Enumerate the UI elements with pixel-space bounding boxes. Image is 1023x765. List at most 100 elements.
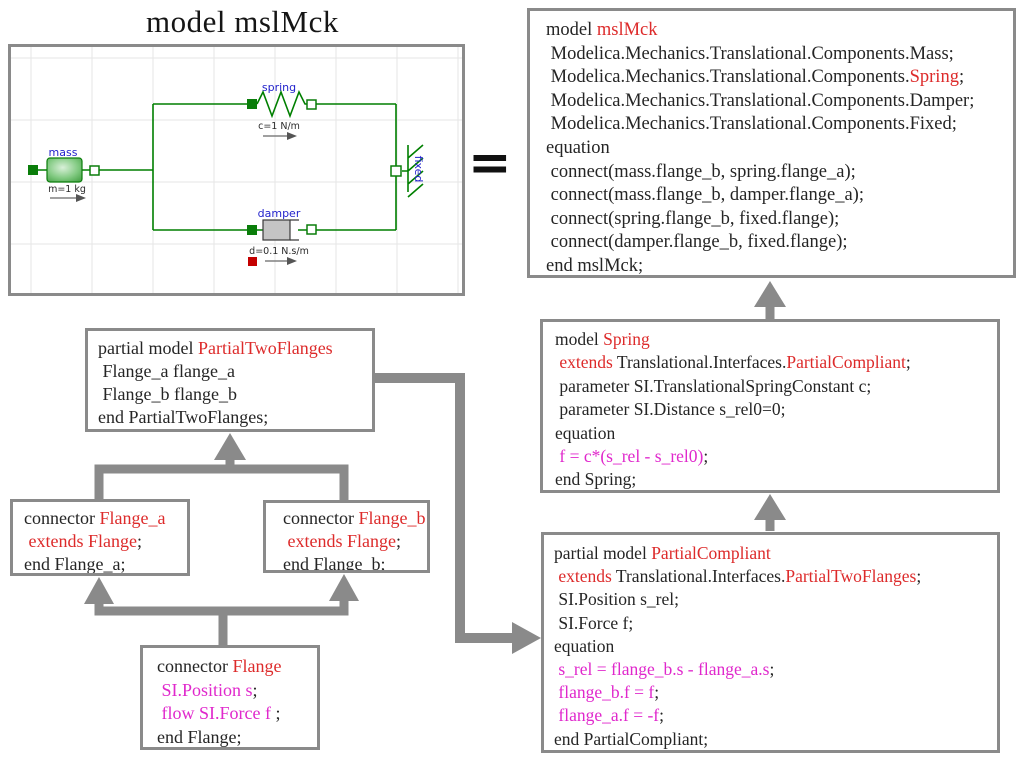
code-segment: equation	[555, 422, 616, 443]
damper-cylinder-lines	[290, 219, 299, 241]
code-segment: end PartialTwoFlanges;	[98, 407, 269, 427]
code-segment: equation	[546, 137, 610, 158]
code-box-flange: connector Flange SI.Position s; flow SI.…	[140, 645, 320, 750]
spring-label: spring	[262, 81, 296, 94]
code-line: end Flange_a;	[24, 553, 187, 574]
code-line: Flange_b flange_b	[98, 383, 372, 406]
code-box-mslmck: model mslMck Modelica.Mechanics.Translat…	[527, 8, 1016, 278]
code-segment: flow SI.Force f	[157, 703, 276, 723]
modelica-diagram: mass m=1 kg spring c=1 N/m	[8, 44, 465, 296]
damper-component: damper d=0.1 N.s/m	[247, 207, 317, 266]
code-line: parameter SI.Distance s_rel0=0;	[555, 398, 997, 421]
fixed-component: fixed	[390, 144, 425, 198]
code-segment: mslMck	[596, 20, 658, 40]
code-segment: Flange_a	[99, 508, 166, 528]
code-segment: ;	[136, 531, 142, 551]
code-segment: Flange_b flange_b	[98, 384, 237, 404]
damper-label: damper	[258, 207, 301, 220]
code-segment: ;	[905, 352, 911, 373]
damper-direction-arrow	[265, 257, 297, 265]
mass-parameter-label: m=1 kg	[48, 184, 86, 195]
code-segment: Flange	[232, 656, 282, 676]
code-segment: PartialCompliant	[786, 352, 906, 373]
code-segment: extends	[555, 352, 617, 373]
damper-parameter-label: d=0.1 N.s/m	[249, 246, 309, 257]
code-segment: f = c*(s_rel - s_rel0)	[555, 446, 704, 467]
code-segment: partial model	[98, 338, 198, 358]
diagram-canvas: mass m=1 kg spring c=1 N/m	[11, 47, 462, 293]
spring-component: spring c=1 N/m	[247, 81, 317, 140]
code-segment: end Flange_a;	[24, 554, 126, 574]
code-segment: ;	[395, 531, 401, 551]
code-segment: SI.Position s	[157, 679, 253, 700]
mass-direction-arrow	[50, 194, 86, 202]
code-segment: ;	[769, 659, 775, 680]
code-line: end mslMck;	[546, 255, 1013, 275]
code-segment: connector	[24, 508, 100, 528]
damper-flange-a-port	[247, 225, 257, 235]
code-line: equation	[546, 137, 1013, 161]
code-segment: ;	[916, 566, 922, 587]
code-segment: flange_b.f = f	[554, 682, 655, 703]
code-line: connector Flange_b	[283, 507, 427, 530]
code-line: connect(damper.flange_b, fixed.flange);	[546, 231, 1013, 255]
damper-body	[262, 219, 291, 241]
code-segment: SI.Position s_rel;	[554, 589, 679, 610]
fixed-label: fixed	[412, 156, 425, 183]
code-box-flange-b: connector Flange_b extends Flange;end Fl…	[263, 500, 430, 573]
code-segment: model	[555, 329, 604, 349]
code-segment: ;	[659, 705, 664, 726]
figure-title: model mslMck	[146, 4, 339, 39]
arrow-spring-to-mslmck	[754, 281, 786, 319]
code-line: extends Translational.Interfaces.Partial…	[555, 351, 997, 374]
code-line: partial model PartialTwoFlanges	[98, 337, 372, 360]
code-segment: Flange_a flange_a	[98, 361, 235, 381]
code-line: extends Translational.Interfaces.Partial…	[554, 565, 997, 588]
code-line: Modelica.Mechanics.Translational.Compone…	[546, 66, 1013, 90]
code-segment: connect(mass.flange_b, damper.flange_a);	[546, 185, 864, 206]
code-line: connect(mass.flange_b, damper.flange_a);	[546, 184, 1013, 208]
code-segment: PartialTwoFlanges	[785, 566, 917, 587]
damper-red-marker	[248, 257, 257, 266]
code-segment: Modelica.Mechanics.Translational.Compone…	[546, 114, 957, 135]
fixed-flange-port	[390, 165, 402, 177]
code-segment: connect(mass.flange_b, spring.flange_a);	[546, 161, 856, 182]
arrow-partialcompliant-to-spring	[754, 494, 786, 531]
mass-label: mass	[49, 146, 78, 159]
mass-body	[46, 157, 83, 183]
code-segment: Translational.Interfaces.	[615, 566, 786, 587]
code-segment: flange_a.f = -f	[554, 705, 660, 726]
code-segment: connector	[283, 508, 359, 528]
code-line: Modelica.Mechanics.Translational.Compone…	[546, 90, 1013, 114]
code-line: Flange_a flange_a	[98, 360, 372, 383]
code-line: model mslMck	[546, 19, 1013, 43]
code-segment: Spring	[603, 329, 650, 349]
mass-flange-a-port	[28, 165, 38, 175]
spring-coil	[256, 89, 307, 119]
mass-flange-b-port	[89, 165, 100, 176]
mass-component: mass m=1 kg	[28, 146, 100, 202]
code-line: end PartialTwoFlanges;	[98, 406, 372, 429]
code-line: SI.Position s_rel;	[554, 588, 997, 611]
code-segment: PartialCompliant	[651, 543, 771, 563]
code-segment: Modelica.Mechanics.Translational.Compone…	[546, 43, 954, 64]
code-line: connector Flange_a	[24, 507, 187, 530]
code-line: equation	[554, 635, 997, 658]
spring-flange-b-port	[306, 99, 317, 110]
code-segment: Modelica.Mechanics.Translational.Compone…	[546, 67, 910, 88]
code-line: Modelica.Mechanics.Translational.Compone…	[546, 113, 1013, 137]
code-segment: model	[546, 20, 597, 40]
code-segment: equation	[554, 635, 615, 656]
code-segment: Flange_b	[358, 508, 426, 528]
code-line: f = c*(s_rel - s_rel0);	[555, 445, 997, 468]
code-segment: Spring	[909, 67, 959, 88]
code-segment: ;	[958, 67, 965, 88]
code-segment: ;	[252, 679, 258, 700]
code-segment: SI.Force f;	[554, 612, 634, 633]
code-segment: connect(damper.flange_b, fixed.flange);	[546, 232, 848, 253]
code-line: s_rel = flange_b.s - flange_a.s;	[554, 658, 997, 681]
code-line: end Flange;	[157, 726, 317, 748]
code-segment: parameter SI.TranslationalSpringConstant…	[555, 375, 872, 396]
code-line: flow SI.Force f ;	[157, 702, 317, 726]
